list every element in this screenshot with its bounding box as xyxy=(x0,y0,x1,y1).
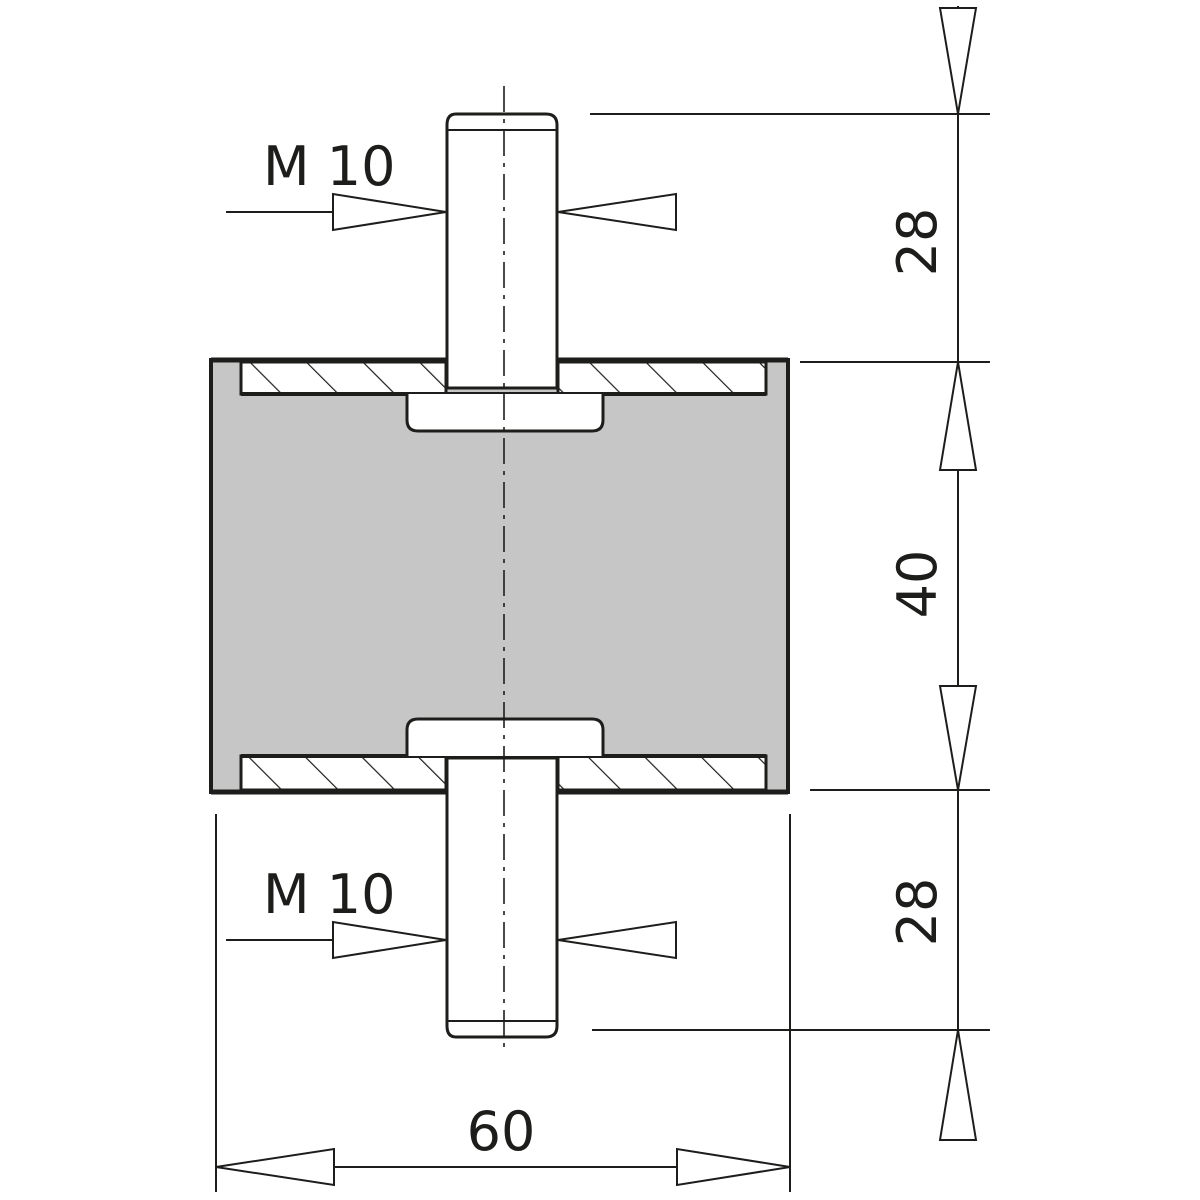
width-dimension xyxy=(215,814,791,1192)
arrowhead xyxy=(938,685,978,791)
thread-dimension-top xyxy=(226,192,677,232)
arrowhead xyxy=(215,1147,335,1187)
dimension-width: 60 xyxy=(467,1100,536,1163)
arrowhead xyxy=(332,920,447,960)
dimension-body-height: 40 xyxy=(886,550,949,619)
dimension-stud-bottom: 28 xyxy=(886,878,949,947)
arrowhead xyxy=(938,7,978,115)
arrowhead xyxy=(557,920,677,960)
thread-label-top: M 10 xyxy=(263,135,395,198)
arrowhead xyxy=(557,192,677,232)
vertical-dimension-chain xyxy=(938,6,978,1141)
dimension-stud-top: 28 xyxy=(886,208,949,277)
bottom-stud xyxy=(405,717,605,1039)
arrowhead xyxy=(676,1147,791,1187)
arrowhead xyxy=(938,1029,978,1141)
top-stud xyxy=(405,112,605,433)
thread-label-bottom: M 10 xyxy=(263,863,395,926)
thread-dimension-bottom xyxy=(226,920,677,960)
arrowhead xyxy=(332,192,447,232)
arrowhead xyxy=(938,361,978,471)
